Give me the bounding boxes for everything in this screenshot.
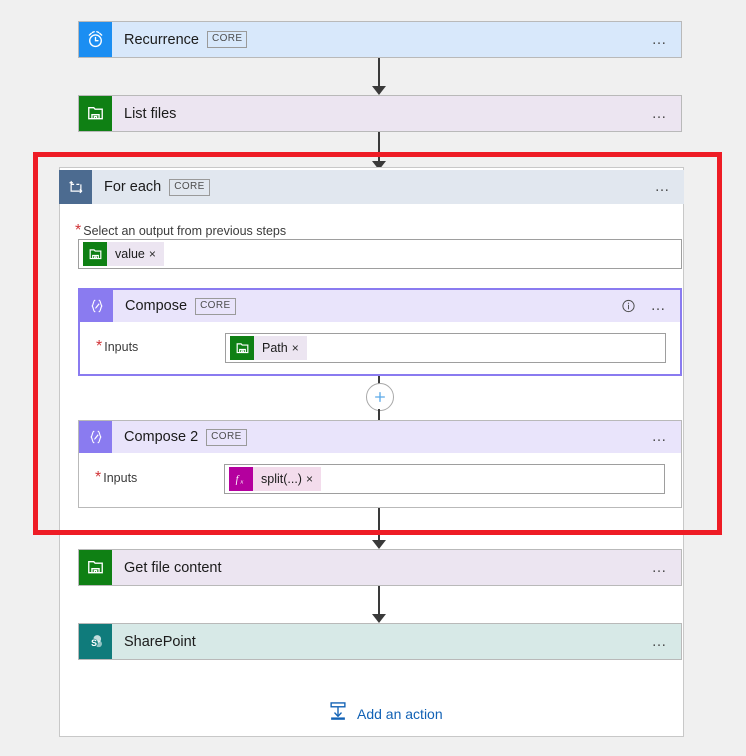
compose-inputs-label: *Inputs	[96, 338, 138, 356]
required-marker: *	[75, 222, 82, 239]
add-an-action-button[interactable]: Add an action	[327, 700, 443, 727]
flow-card-compose[interactable]: Compose CORE … *Inputs	[78, 288, 682, 376]
required-marker: *	[96, 338, 103, 355]
card-title: List files	[124, 105, 177, 122]
token-chip-value[interactable]: value ×	[83, 242, 164, 266]
card-body: Compose CORE …	[113, 290, 680, 322]
svg-text:f: f	[236, 475, 240, 486]
token-label: Path	[262, 341, 288, 355]
flow-card-get-file-content[interactable]: Get file content …	[78, 549, 682, 586]
core-badge: CORE	[206, 31, 248, 48]
alarm-clock-icon	[79, 22, 112, 57]
insert-below-icon	[327, 700, 349, 727]
info-icon[interactable]	[621, 299, 636, 314]
file-server-icon	[79, 96, 112, 131]
file-server-icon	[83, 242, 107, 266]
card-title: Recurrence	[124, 31, 199, 48]
field-label-text: Inputs	[104, 340, 139, 354]
connector-arrow	[372, 586, 386, 623]
token-label: value	[115, 247, 145, 261]
connector-arrow	[372, 58, 386, 95]
card-title: For each	[104, 179, 162, 195]
card-header: Compose CORE …	[80, 290, 680, 322]
svg-text:x: x	[239, 478, 243, 485]
token-remove-button[interactable]: ×	[148, 247, 156, 261]
compose2-inputs-label: *Inputs	[95, 469, 137, 487]
card-menu-button[interactable]: …	[650, 297, 668, 314]
add-an-action-label: Add an action	[357, 705, 443, 722]
card-menu-button[interactable]: …	[651, 558, 669, 576]
card-body: Get file content …	[112, 550, 681, 585]
compose-inputs-input[interactable]: Path ×	[225, 333, 666, 363]
file-server-icon	[79, 550, 112, 585]
foreach-field-label: *Select an output from previous steps	[75, 222, 286, 240]
compose-braces-icon	[80, 290, 113, 322]
compose-braces-icon	[79, 421, 112, 453]
flow-card-list-files[interactable]: List files …	[78, 95, 682, 132]
core-badge: CORE	[195, 297, 236, 315]
core-badge: CORE	[206, 428, 247, 446]
card-title: Get file content	[124, 559, 222, 576]
card-header: Compose 2 CORE …	[79, 421, 681, 453]
file-server-icon	[230, 336, 254, 360]
connector-arrow	[372, 132, 386, 170]
field-label-text: Select an output from previous steps	[83, 224, 287, 238]
card-title: Compose 2	[124, 429, 199, 445]
token-chip-path[interactable]: Path ×	[230, 336, 307, 360]
function-fx-icon: f x	[229, 467, 253, 491]
flow-card-recurrence[interactable]: Recurrence CORE …	[78, 21, 682, 58]
core-badge: CORE	[169, 178, 210, 196]
foreach-output-input[interactable]: value ×	[78, 239, 682, 269]
field-label-text: Inputs	[103, 471, 138, 485]
card-body: Compose 2 CORE …	[112, 421, 681, 453]
token-chip-split[interactable]: f x split(...) ×	[229, 467, 321, 491]
card-menu-button[interactable]: …	[651, 428, 669, 445]
sharepoint-icon: S	[79, 624, 112, 659]
flow-card-for-each[interactable]: For each CORE …	[59, 170, 684, 204]
card-title: Compose	[125, 298, 188, 314]
flow-card-compose-2[interactable]: Compose 2 CORE … *Inputs f x split(...) …	[78, 420, 682, 508]
card-body: SharePoint …	[112, 624, 681, 659]
card-menu-button[interactable]: …	[651, 632, 669, 650]
required-marker: *	[95, 469, 102, 486]
card-body: List files …	[112, 96, 681, 131]
add-step-button[interactable]	[366, 383, 394, 411]
card-menu-button[interactable]: …	[651, 104, 669, 122]
card-body: Recurrence CORE …	[112, 22, 681, 57]
flow-card-sharepoint[interactable]: S SharePoint …	[78, 623, 682, 660]
token-label: split(...)	[261, 472, 302, 486]
connector-arrow	[372, 508, 386, 549]
token-remove-button[interactable]: ×	[291, 341, 299, 355]
card-menu-button[interactable]: …	[651, 30, 669, 48]
loop-icon	[59, 170, 92, 204]
card-menu-button[interactable]: …	[654, 178, 672, 195]
compose2-inputs-input[interactable]: f x split(...) ×	[224, 464, 665, 494]
card-title: SharePoint	[124, 633, 196, 650]
token-remove-button[interactable]: ×	[305, 472, 313, 486]
card-body: For each CORE …	[92, 170, 684, 204]
svg-text:S: S	[91, 638, 97, 648]
